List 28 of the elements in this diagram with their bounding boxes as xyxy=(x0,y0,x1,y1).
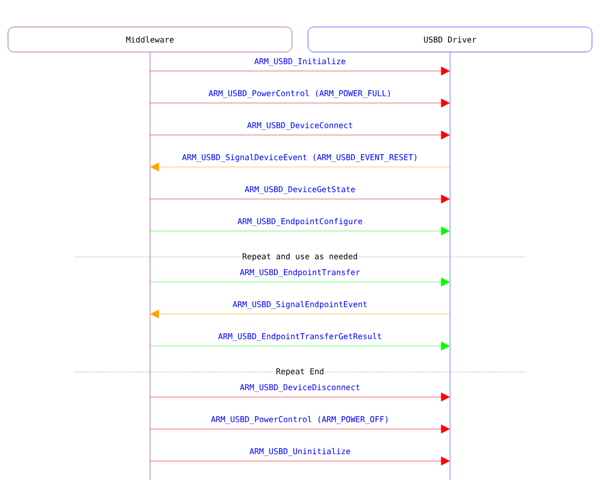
message-arrow xyxy=(150,424,450,434)
message-arrow xyxy=(150,130,450,140)
message-label: ARM_USBD_EndpointConfigure xyxy=(236,217,364,227)
message-arrow xyxy=(150,310,450,318)
message-arrow xyxy=(150,66,450,76)
message-label: ARM_USBD_SignalEndpointEvent xyxy=(232,300,368,310)
message-label: ARM_USBD_SignalDeviceEvent (ARM_USBD_EVENT_RESET) xyxy=(181,153,419,163)
message-arrow xyxy=(150,456,450,466)
message-arrow xyxy=(150,278,450,286)
participant-box: USBD Driver xyxy=(308,26,592,52)
message-label: ARM_USBD_DeviceConnect xyxy=(246,121,354,131)
message-label: ARM_USBD_PowerControl (ARM_POWER_FULL) xyxy=(208,89,393,99)
message-arrow xyxy=(150,98,450,108)
message-arrow xyxy=(150,226,450,236)
separator-label: Repeat End xyxy=(274,367,326,377)
message-arrow xyxy=(150,162,450,172)
message-label: ARM_USBD_DeviceDisconnect xyxy=(238,383,362,393)
message-arrow xyxy=(150,392,450,402)
participant-box: Middleware xyxy=(8,26,292,52)
message-label: ARM_USBD_EndpointTransferGetResult xyxy=(217,332,383,342)
message-label: ARM_USBD_Initialize xyxy=(253,57,347,67)
message-arrow xyxy=(150,194,450,204)
message-label: ARM_USBD_DeviceGetState xyxy=(244,185,356,195)
message-arrow xyxy=(150,342,450,350)
message-label: ARM_USBD_Uninitialize xyxy=(248,447,352,457)
separator-label: Repeat and use as needed xyxy=(241,252,359,262)
message-label: ARM_USBD_EndpointTransfer xyxy=(238,268,362,278)
message-label: ARM_USBD_PowerControl (ARM_POWER_OFF) xyxy=(210,415,390,425)
